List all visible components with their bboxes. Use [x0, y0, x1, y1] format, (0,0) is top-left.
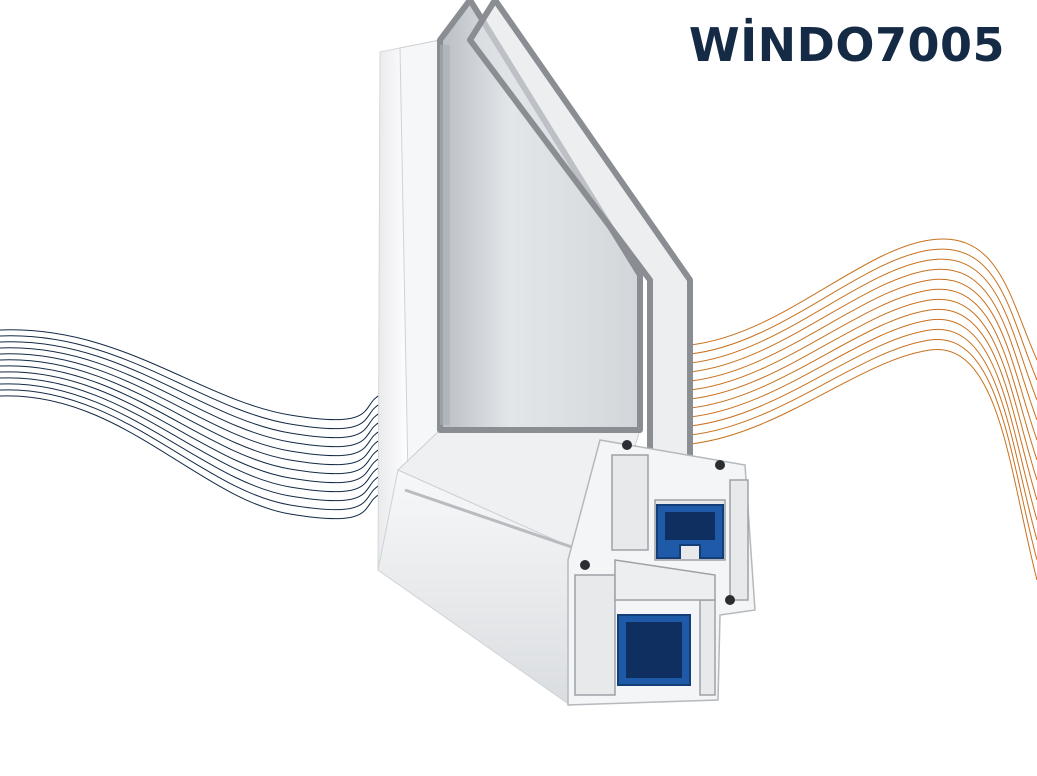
cold-wave-line — [0, 353, 381, 457]
pvc-window-profile-cross-section-icon — [377, 0, 756, 706]
heat-wave-lines — [689, 238, 1037, 581]
cold-wave-line — [0, 329, 381, 421]
cold-wave-line — [0, 359, 381, 466]
cold-wave-line — [0, 389, 381, 511]
cold-wave-line — [0, 395, 381, 520]
heat-wave-line — [689, 238, 1037, 361]
cold-wave-line — [0, 377, 381, 493]
heat-wave-line — [689, 248, 1037, 381]
cold-wave-lines — [0, 329, 381, 520]
cold-wave-line — [0, 347, 381, 448]
heat-wave-line — [689, 329, 1037, 541]
heat-wave-line — [689, 308, 1037, 501]
heat-wave-line — [689, 339, 1037, 561]
cold-wave-line — [0, 365, 381, 475]
cold-wave-line — [0, 335, 381, 430]
heat-wave-line — [689, 319, 1037, 521]
double-glazing-panes-icon — [437, 0, 693, 463]
cold-wave-line — [0, 383, 381, 502]
heat-wave-line — [689, 268, 1037, 421]
heat-wave-line — [689, 298, 1037, 481]
heat-wave-line — [689, 278, 1037, 441]
heat-wave-line — [689, 349, 1037, 581]
brand-logo: WİNDO7005 — [688, 18, 1005, 72]
cold-wave-line — [0, 341, 381, 439]
cold-wave-line — [0, 371, 381, 484]
heat-wave-line — [689, 258, 1037, 401]
steel-reinforcement-icon — [617, 504, 724, 686]
heat-wave-line — [689, 288, 1037, 461]
profile-section — [567, 439, 756, 706]
